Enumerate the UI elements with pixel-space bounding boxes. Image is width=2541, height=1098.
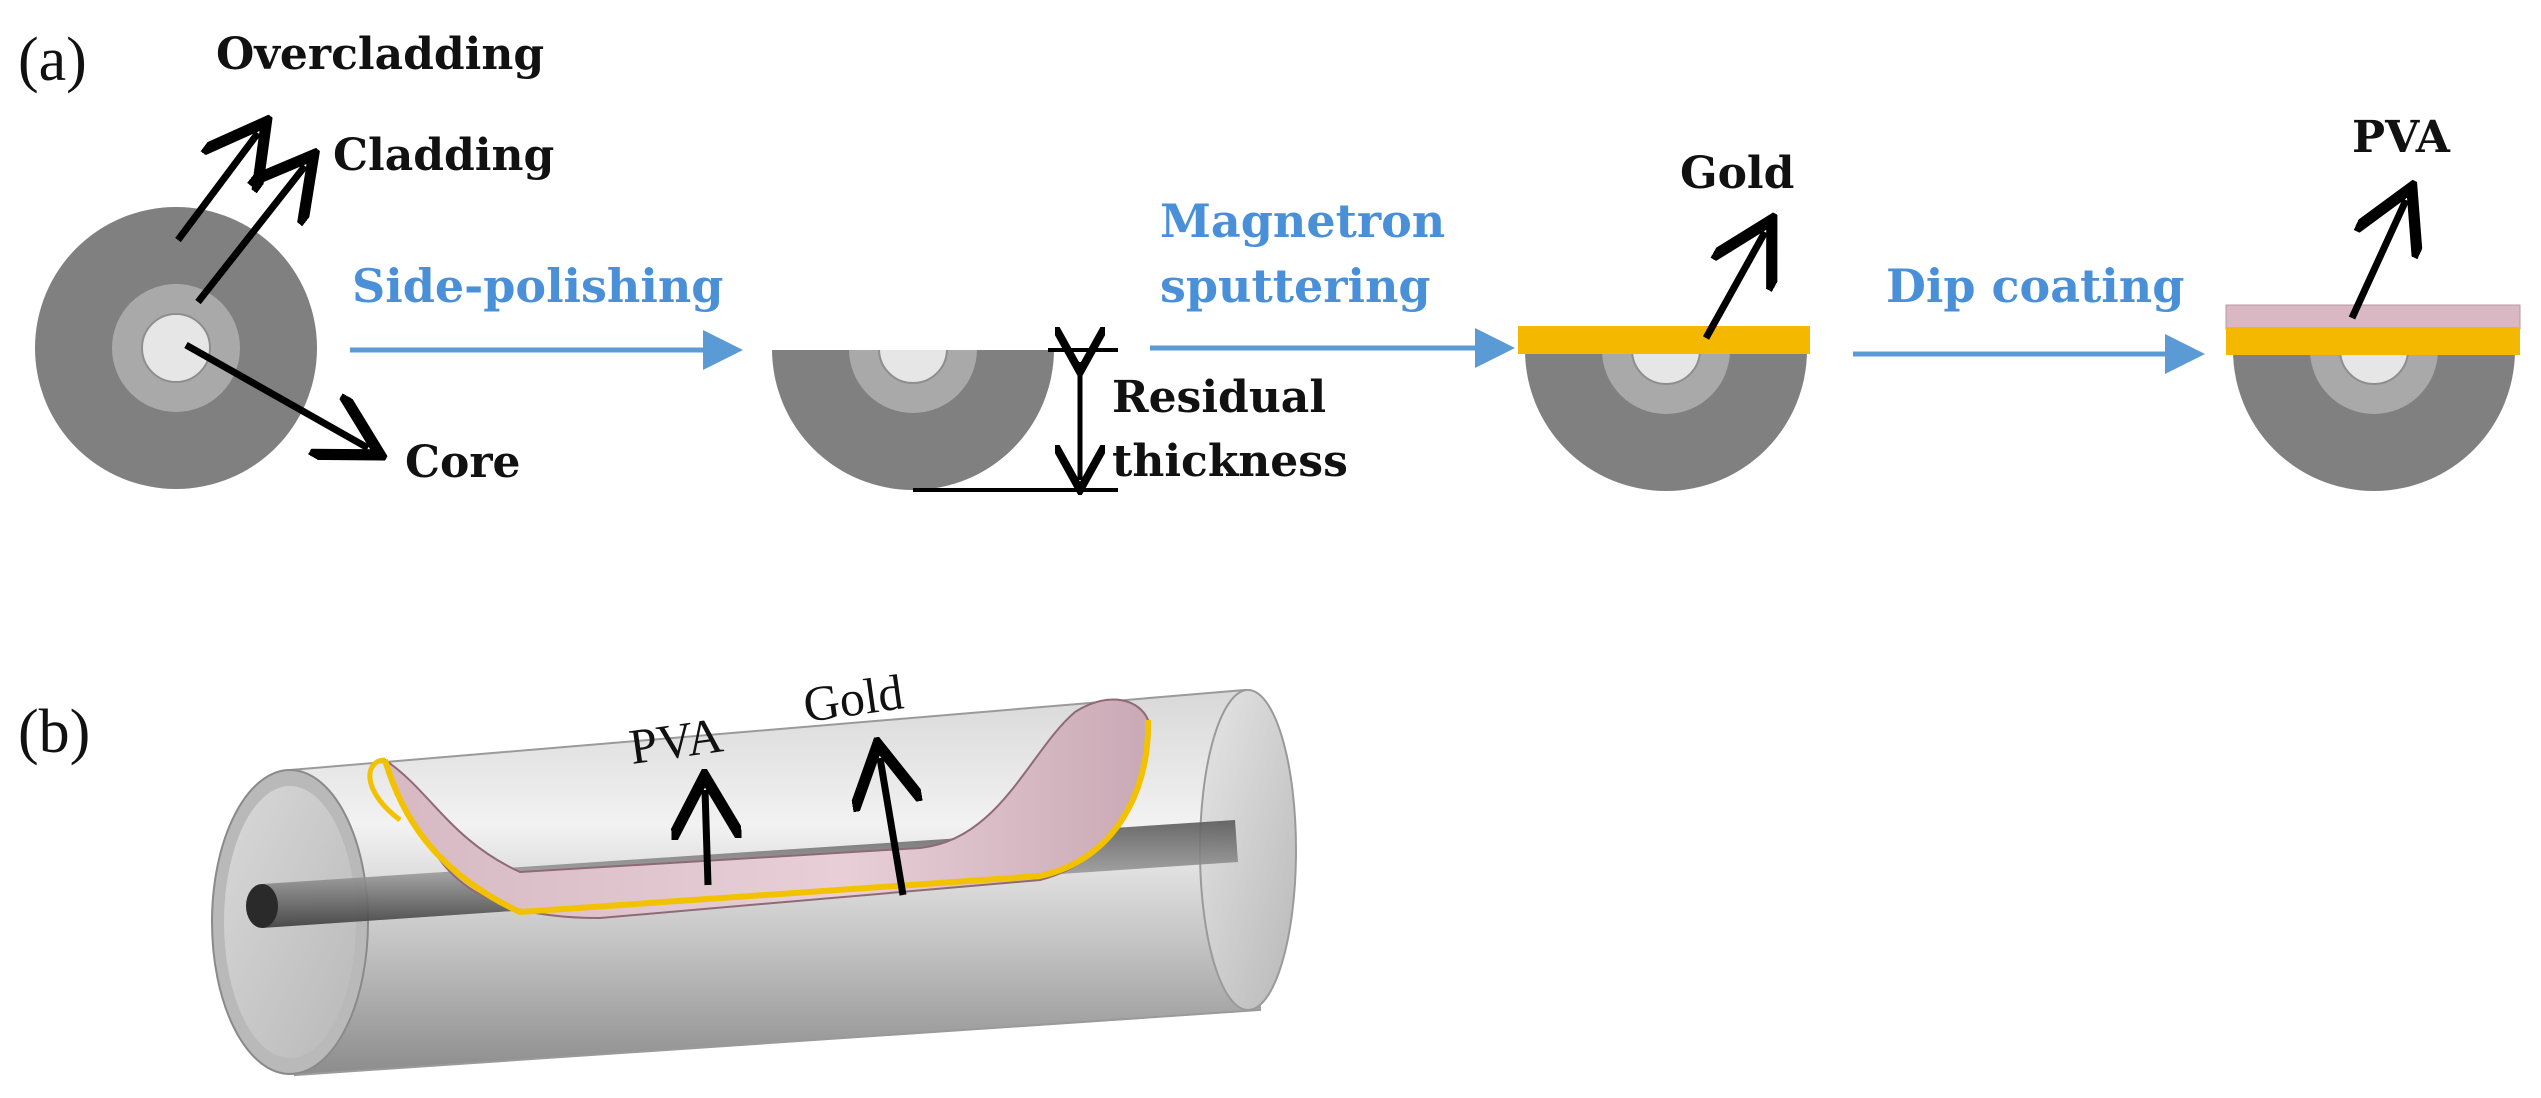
gold-coated-fiber <box>1525 350 1807 491</box>
panel-a-label: (a) <box>18 26 87 94</box>
residual-label-line1: Residual <box>1112 372 1326 423</box>
gold-arrow-b <box>880 758 903 896</box>
magnetron-label-line2: sputtering <box>1160 259 1431 313</box>
core-arrow <box>184 341 368 448</box>
fiber-cross-section <box>35 207 317 489</box>
pva-coated-fiber <box>2233 350 2515 491</box>
dip-coating-label: Dip coating <box>1886 259 2184 313</box>
panel-b-label: (b) <box>18 698 90 766</box>
overcladding-arrow <box>175 133 258 243</box>
overcladding-label: Overcladding <box>216 29 544 80</box>
fiber-3d-model <box>211 688 1297 1077</box>
magnetron-label-line1: Magnetron <box>1160 194 1445 248</box>
core-disk <box>141 313 211 383</box>
pva-label-b: PVA <box>626 706 726 774</box>
core-label: Core <box>405 437 521 488</box>
gold-film-edge <box>382 719 1152 916</box>
cladding-arrow <box>195 166 305 305</box>
pva-arrow-a <box>2348 200 2406 320</box>
residual-label-line2: thickness <box>1112 436 1348 487</box>
pva-label-a: PVA <box>2352 112 2451 163</box>
gold-arrow <box>1702 232 1765 340</box>
side-polishing-label: Side-polishing <box>352 259 723 313</box>
polished-fiber <box>772 350 1054 490</box>
pva-layer <box>2225 304 2521 330</box>
gold-layer-under-pva <box>2226 327 2520 355</box>
gold-label-a: Gold <box>1680 148 1794 199</box>
pva-arrow-b <box>705 790 708 886</box>
gold-label-b: Gold <box>800 664 907 733</box>
gold-layer <box>1518 326 1810 354</box>
core-end <box>246 884 278 928</box>
cladding-label: Cladding <box>333 130 554 181</box>
